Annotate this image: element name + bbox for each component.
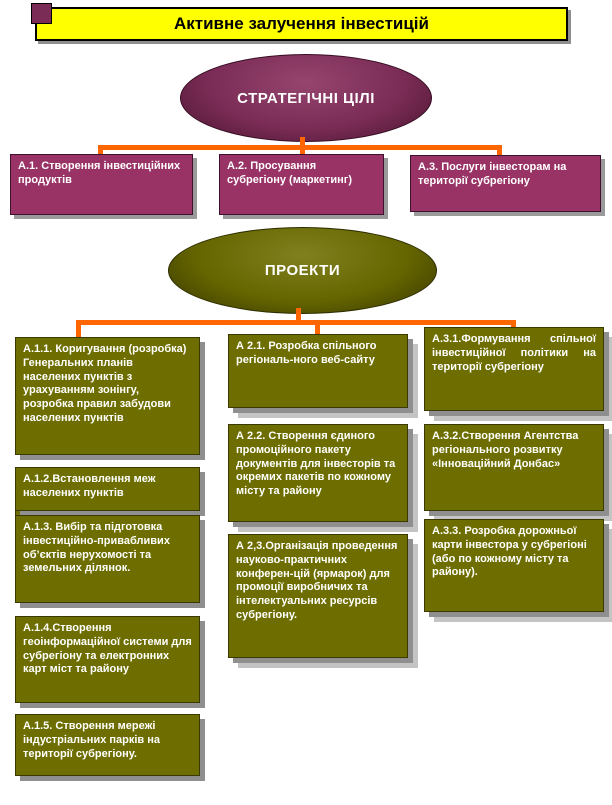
project-box-a1-1: А.1.1. Коригування (розробка) Генеральни… [15, 337, 200, 455]
strategic-goals-ellipse: СТРАТЕГІЧНІ ЦІЛІ [180, 54, 432, 142]
slide-title: Активне залучення інвестицій [35, 7, 568, 41]
project-box-a3-3: А.3.3. Розробка дорожньої карти інвестор… [424, 519, 604, 612]
project-box-a1-3: А.1.3. Вибір та підготовка інвестиційно-… [15, 515, 200, 603]
project-box-a1-5: А.1.5. Створення мережі індустріальних п… [15, 714, 200, 776]
projects-ellipse: ПРОЕКТИ [168, 227, 437, 314]
corner-accent-square [31, 3, 52, 24]
connector-goal-a1-drop [98, 145, 103, 156]
project-box-a1-4: А.1.4.Створення геоінформаційної системи… [15, 616, 200, 703]
connector-col3-drop [511, 320, 516, 329]
project-box-a1-2: А.1.2.Встановлення меж населених пунктів [15, 467, 200, 511]
connector-goal-a2-drop [300, 145, 305, 156]
project-box-a3-2: А.3.2.Створення Агентства регіонального … [424, 424, 604, 511]
project-box-a3-1: А.3.1.Формування спільної інвестиційної … [424, 327, 604, 411]
connector-projects-horizontal [76, 320, 516, 325]
project-box-a2-3: А 2,3.Організація проведення науково-пра… [228, 534, 408, 658]
connector-goals-stem [300, 137, 305, 149]
connector-goal-a3-drop [497, 145, 502, 156]
connector-col2-drop [315, 320, 320, 335]
project-box-a2-2: А 2.2. Створення єдиного промоційного па… [228, 424, 408, 522]
connector-col1-drop [76, 320, 81, 338]
goal-box-a1: А.1. Створення інвестиційних продуктів [10, 154, 193, 215]
goal-box-a2: А.2. Просування субрегіону (маркетинг) [219, 154, 384, 215]
goal-box-a3: А.3. Послуги інвесторам на території суб… [410, 155, 601, 212]
connector-projects-stem [296, 308, 301, 324]
project-box-a2-1: А 2.1. Розробка спільного регіональ-ного… [228, 334, 408, 408]
